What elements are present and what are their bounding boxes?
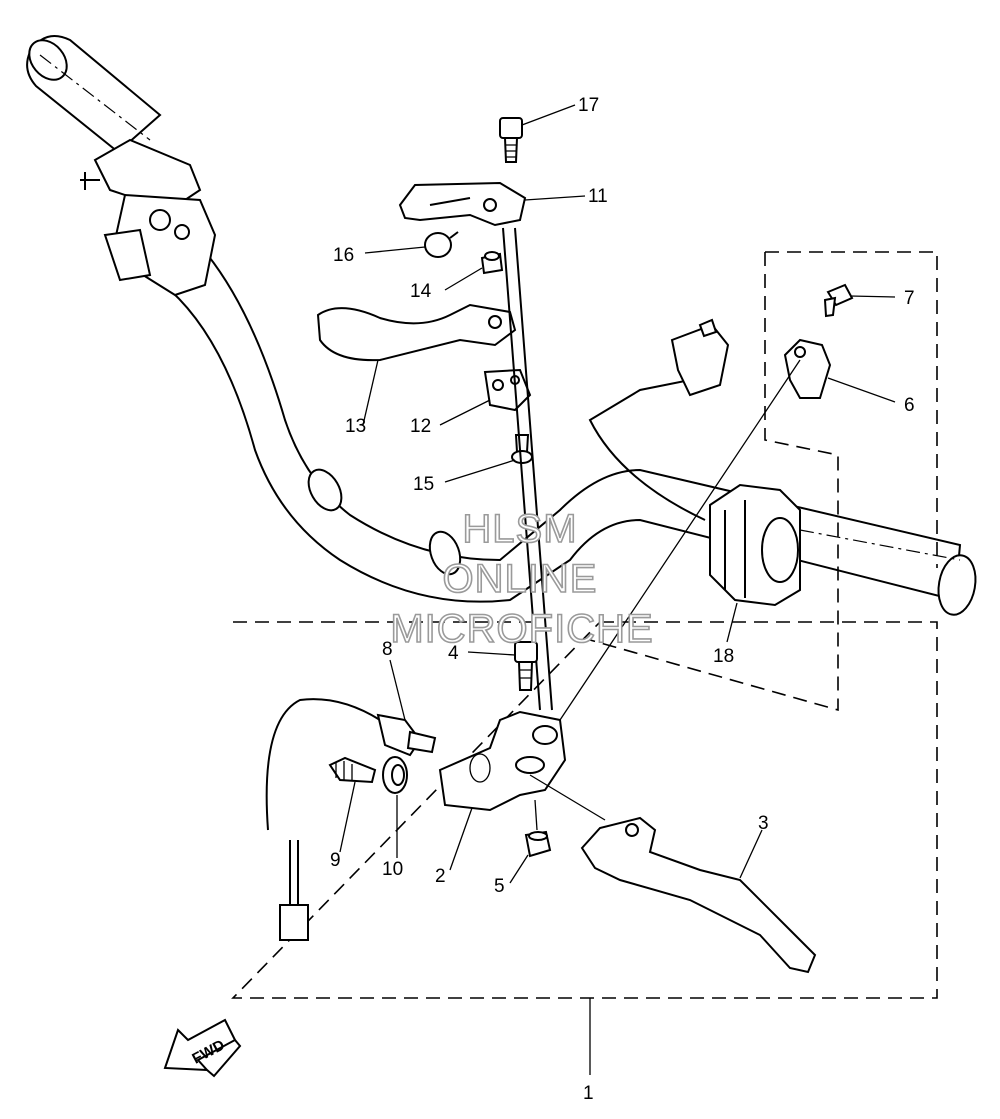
callout-1: 1	[583, 1083, 594, 1104]
callout-12: 12	[410, 416, 431, 437]
part-16-knob	[424, 231, 459, 258]
part-17-bolt	[499, 117, 523, 163]
part-9-screw	[328, 756, 377, 784]
part-10-locknut	[382, 756, 408, 794]
callout-9: 9	[330, 850, 341, 871]
part-14-nut	[480, 251, 504, 275]
callout-10: 10	[382, 859, 403, 880]
part-6-clamp	[783, 338, 832, 399]
callout-18: 18	[713, 646, 734, 667]
part-12-plate	[483, 368, 532, 412]
fwd-arrow-icon: FWD	[163, 1018, 242, 1078]
callout-8: 8	[382, 639, 393, 660]
part-8-adjuster	[265, 698, 437, 941]
callout-11: 11	[588, 186, 608, 207]
leader-lines	[339, 104, 896, 1075]
watermark: HLSM ONLINE MICROFICHE	[390, 506, 654, 652]
part-15-screw	[511, 434, 533, 464]
part-4-bolt	[514, 641, 538, 691]
group-box-switch	[589, 251, 938, 712]
part-3-lever	[529, 774, 817, 974]
callout-17: 17	[578, 95, 599, 116]
watermark-line-2: ONLINE	[443, 557, 598, 601]
callout-3: 3	[758, 813, 769, 834]
callout-2: 2	[435, 866, 446, 887]
watermark-line-1: HLSM	[462, 507, 577, 551]
callout-16: 16	[333, 245, 354, 266]
callout-4: 4	[448, 643, 459, 664]
callout-14: 14	[410, 281, 432, 302]
part-11-holder	[398, 181, 527, 227]
callout-15: 15	[413, 474, 434, 495]
callout-7: 7	[904, 288, 915, 309]
watermark-line-3: MICROFICHE	[390, 607, 653, 651]
callout-labels: 17 11 16 14 7 6 13 12 15 18 8 4 3 9 10 2…	[330, 95, 915, 1104]
leader-6-to-perch	[549, 359, 801, 736]
callout-5: 5	[494, 876, 505, 897]
part-18-switch	[588, 318, 801, 607]
hot-start-cable	[502, 227, 553, 711]
part-13-lever	[316, 303, 517, 362]
callout-13: 13	[345, 416, 366, 437]
left-master-cylinder	[80, 138, 217, 297]
part-7-screw	[823, 283, 854, 318]
callout-6: 6	[904, 395, 915, 416]
group-box-clutch	[231, 621, 938, 999]
part-5-nut	[524, 830, 552, 858]
part-2-perch	[438, 710, 567, 812]
